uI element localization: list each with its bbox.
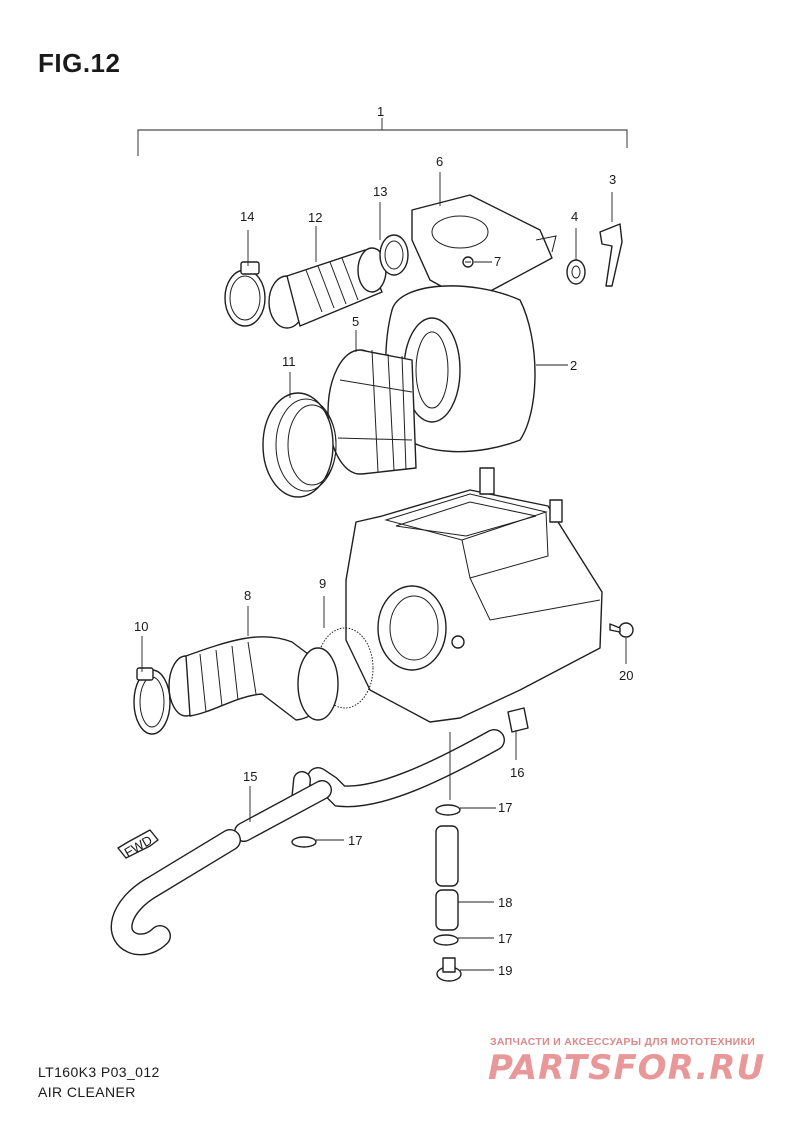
assembly-bracket: [137, 118, 628, 156]
callout-18: 18: [498, 895, 512, 910]
part-7-screw: [462, 256, 474, 268]
part-17-clip: [433, 934, 459, 946]
part-18-drain-hose: [435, 825, 459, 931]
forward-direction-arrow: FWD: [117, 829, 159, 860]
callout-4: 4: [571, 209, 578, 224]
callout-5: 5: [352, 314, 359, 329]
callout-15: 15: [243, 769, 257, 784]
part-9-gasket: [316, 627, 374, 709]
callout-3: 3: [609, 172, 616, 187]
watermark-brand: PARTSFOR.RU: [488, 1048, 766, 1088]
part-4-grommet: [566, 259, 586, 285]
part-14-clamp: [224, 261, 266, 327]
leader-lines: [141, 172, 627, 971]
callout-19: 19: [498, 963, 512, 978]
callout-9: 9: [319, 576, 326, 591]
part-12-intake-boot: [268, 247, 387, 329]
callout-6: 6: [436, 154, 443, 169]
part-3-clip: [599, 223, 623, 287]
callout-16: 16: [510, 765, 524, 780]
callout-12: 12: [308, 210, 322, 225]
part-20-bolt: [609, 622, 634, 638]
part-8-duct: [168, 636, 339, 721]
callout-11: 11: [282, 354, 296, 369]
callout-17: 17: [348, 833, 362, 848]
callout-labels: 1 2 3 4 5 6 7 8 9 10 11 12 13 14 15 16 1…: [134, 104, 633, 978]
callout-13: 13: [373, 184, 387, 199]
part-13-seal: [379, 234, 409, 276]
part-6-cover: [411, 194, 557, 303]
section-name: AIR CLEANER: [38, 1084, 136, 1100]
part-19-plug: [436, 957, 462, 982]
part-10-clamp: [133, 667, 171, 735]
watermark-tagline: ЗАПЧАСТИ И АКСЕССУАРЫ ДЛЯ МОТОТЕХНИКИ: [490, 1036, 756, 1048]
part-17-clip: [435, 804, 461, 816]
part-11-ring: [262, 392, 337, 498]
callout-1: 1: [377, 104, 384, 119]
model-code: LT160K3 P03_012: [38, 1064, 160, 1080]
callout-20: 20: [619, 668, 633, 683]
figure-title: FIG.12: [38, 48, 121, 78]
part-16-clip: [507, 707, 529, 733]
part-17-clip: [291, 836, 317, 848]
callout-2: 2: [570, 358, 577, 373]
callout-17: 17: [498, 931, 512, 946]
part-15-hose: [110, 729, 505, 956]
callout-10: 10: [134, 619, 148, 634]
callout-14: 14: [240, 209, 254, 224]
part-5-frame: [327, 349, 417, 475]
callout-8: 8: [244, 588, 251, 603]
callout-7: 7: [494, 254, 501, 269]
callout-17: 17: [498, 800, 512, 815]
air-cleaner-housing: [345, 467, 603, 723]
